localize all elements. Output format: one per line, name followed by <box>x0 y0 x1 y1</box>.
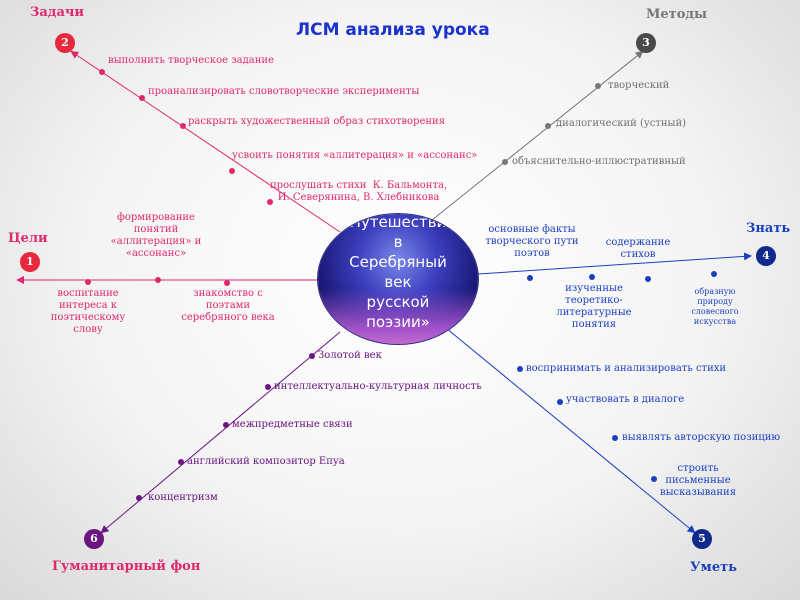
background-node-number: 6 <box>84 529 104 549</box>
page-title: ЛСМ анализа урока <box>296 20 490 40</box>
methods-node-number: 3 <box>636 33 656 53</box>
background-dots <box>136 353 315 501</box>
can-node-number: 5 <box>692 529 712 549</box>
know-dot <box>711 271 717 277</box>
method-item: объяснительно-иллюстративный <box>512 156 686 167</box>
task-item: усвоить понятия «аллитерация» и «ассонан… <box>232 150 478 161</box>
can-dots <box>517 366 657 482</box>
can-dot <box>651 476 657 482</box>
know-dot <box>589 274 595 280</box>
central-topic-glow <box>318 289 478 344</box>
goals-node-number: 1 <box>20 252 40 272</box>
goal-item: формирование понятий «аллитерация» и «ас… <box>110 212 202 259</box>
goal-dot <box>224 280 230 286</box>
background-dot <box>223 422 229 428</box>
goal-dot <box>155 277 161 283</box>
method-item: творческий <box>608 80 670 91</box>
task-item: прослушать стихи К. Бальмонта, И. Северя… <box>270 180 448 203</box>
can-branch-line <box>445 327 696 534</box>
can-item: выявлять авторскую позицию <box>622 432 781 443</box>
know-dot <box>527 275 533 281</box>
method-dot <box>595 83 601 89</box>
methods-node-label: Методы <box>646 7 708 22</box>
goals-node-label: Цели <box>8 231 48 246</box>
know-node-label: Знать <box>746 221 791 236</box>
background-dot <box>309 353 315 359</box>
know-dot <box>645 276 651 282</box>
task-item: проанализировать словотворческие экспери… <box>148 86 420 97</box>
central-topic-text: «Путешествие в Серебряный век русской по… <box>340 214 456 331</box>
know-item: содержание стихов <box>605 237 671 260</box>
goals-dots <box>85 277 230 286</box>
methods-branch-line <box>431 50 644 221</box>
background-item: Золотой век <box>318 350 382 361</box>
background-branch-line <box>100 331 341 534</box>
background-item: интеллектуально-культурная личность <box>274 381 482 392</box>
know-item: основные факты творческого пути поэтов <box>485 224 579 259</box>
method-item: диалогический (устный) <box>556 118 687 129</box>
know-dots <box>527 271 717 282</box>
can-node-label: Уметь <box>690 560 737 575</box>
can-item: участвовать в диалоге <box>566 394 685 405</box>
background-item: концентризм <box>148 492 218 503</box>
know-branch-line <box>477 252 752 275</box>
know-item: изученные теоретико- литературные поняти… <box>556 283 632 330</box>
background-dot <box>136 495 142 501</box>
task-dot <box>180 123 186 129</box>
central-topic: «Путешествие в Серебряный век русской по… <box>318 214 478 344</box>
know-item: образную природу словесного искусства <box>691 287 739 326</box>
can-item: строить письменные высказывания <box>659 463 737 498</box>
know-node-number: 4 <box>756 246 776 266</box>
task-dot <box>99 69 105 75</box>
can-dot <box>517 366 523 372</box>
method-dot <box>502 159 508 165</box>
tasks-branch-line <box>70 50 341 233</box>
goal-dot <box>85 279 91 285</box>
goal-item: знакомство с поэтами серебряного века <box>181 288 275 323</box>
task-dot <box>139 95 145 101</box>
background-node-label: Гуманитарный фон <box>52 559 201 574</box>
tasks-node-number: 2 <box>55 33 75 53</box>
can-item: воспринимать и анализировать стихи <box>526 363 727 374</box>
tasks-node-label: Задачи <box>30 5 85 20</box>
can-dot <box>557 399 563 405</box>
goal-item: воспитание интереса к поэтическому слову <box>50 288 126 335</box>
method-dot <box>545 123 551 129</box>
background-dot <box>178 459 184 465</box>
methods-dots <box>502 83 601 165</box>
task-item: выполнить творческое задание <box>108 55 274 66</box>
can-dot <box>612 435 618 441</box>
task-item: раскрыть художественный образ стихотворе… <box>188 116 445 127</box>
tasks-dots <box>99 69 273 205</box>
background-dot <box>265 384 271 390</box>
task-dot <box>267 199 273 205</box>
background-item: межпредметные связи <box>232 419 353 430</box>
task-dot <box>229 168 235 174</box>
background-item: английский композитор Eпуа <box>187 456 345 467</box>
